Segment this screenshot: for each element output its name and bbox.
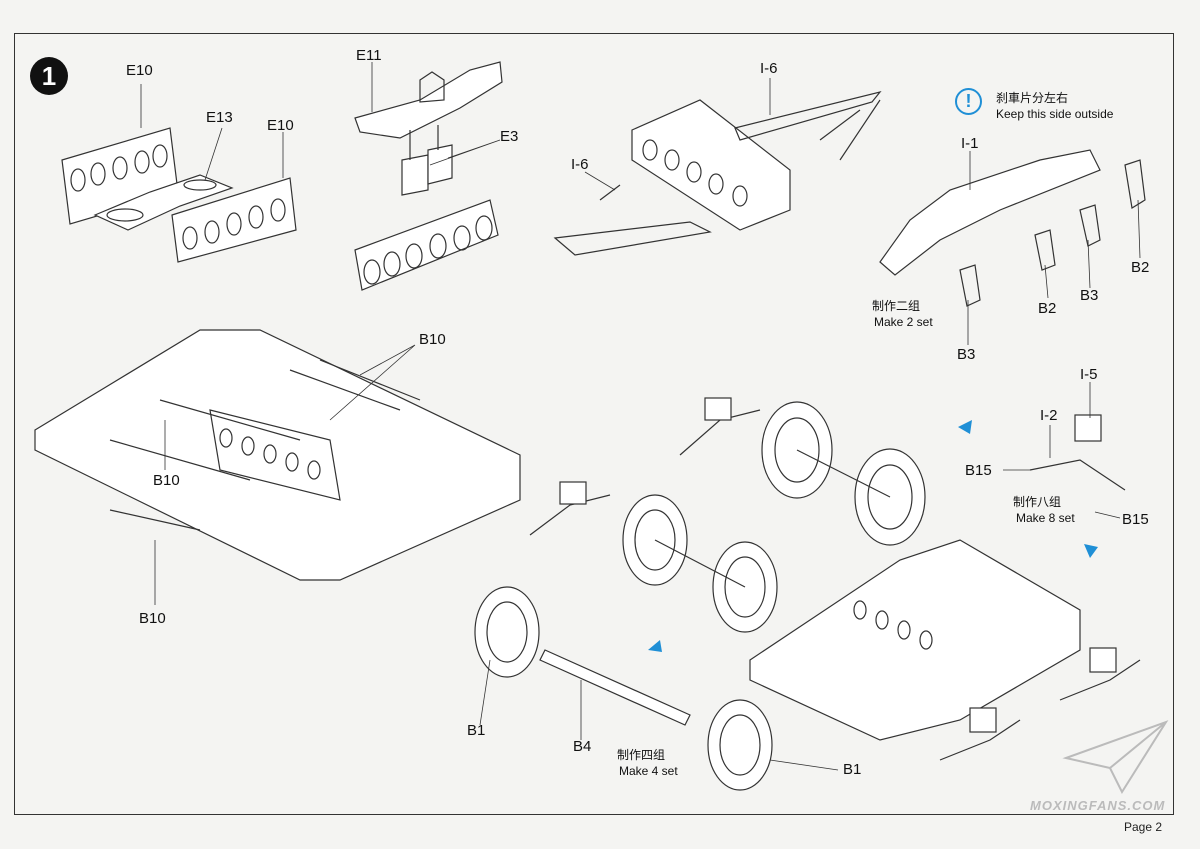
wheelset-exploded	[474, 586, 773, 791]
label-b4: B4	[573, 738, 592, 755]
page-frame	[14, 33, 1174, 815]
note-make4-cn: 制作四组	[617, 748, 666, 762]
step-number-badge: 1	[30, 57, 68, 95]
part-i6-assembly	[553, 90, 882, 256]
label-b10-top: B10	[419, 331, 446, 348]
notice-en: Keep this side outside	[996, 107, 1114, 121]
note-make2-en: Make 2 set	[874, 315, 933, 329]
label-b3-right: B3	[1080, 287, 1099, 304]
wheelset-top	[761, 401, 926, 546]
label-i6-top: I-6	[760, 60, 778, 77]
label-i2: I-2	[1040, 407, 1058, 424]
label-b2-mid: B2	[1038, 300, 1057, 317]
part-e11	[354, 61, 503, 139]
label-b3-bottom: B3	[957, 346, 976, 363]
label-i5: I-5	[1080, 366, 1098, 383]
label-e3: E3	[500, 128, 519, 145]
leader-lines	[140, 62, 1141, 771]
label-i1: I-1	[961, 135, 979, 152]
label-e11: E11	[356, 47, 382, 64]
note-make8-en: Make 8 set	[1016, 511, 1075, 525]
notice-cn: 刹車片分左右	[996, 91, 1069, 105]
part-e13	[93, 174, 234, 231]
label-e10-right: E10	[267, 117, 294, 134]
label-b2-right: B2	[1131, 259, 1150, 276]
label-b10-bottom: B10	[139, 610, 166, 627]
note-make8-cn: 制作八组	[1013, 495, 1062, 509]
page-number: Page 2	[1124, 820, 1163, 834]
exclamation-icon: !	[955, 88, 982, 115]
label-b15-left: B15	[965, 462, 992, 479]
spring-assemblies	[529, 397, 1141, 761]
part-i1-side-frame	[879, 149, 1146, 307]
label-e13: E13	[206, 109, 233, 126]
note-make4-en: Make 4 set	[619, 764, 678, 778]
main-frame-left	[34, 329, 521, 581]
label-e10-left: E10	[126, 62, 153, 79]
label-b15-right: B15	[1122, 511, 1149, 528]
main-frame-right	[749, 539, 1081, 741]
note-make2-cn: 制作二组	[872, 299, 921, 313]
part-e3	[401, 125, 453, 196]
part-e11-frame	[354, 199, 499, 291]
wheelset-mid	[622, 494, 778, 633]
label-b1-right: B1	[843, 761, 862, 778]
label-i6-left: I-6	[571, 156, 589, 173]
label-b1-left: B1	[467, 722, 486, 739]
direction-arrows	[648, 420, 1098, 652]
paper-plane-logo	[1062, 720, 1169, 795]
part-e10-right	[171, 177, 297, 263]
watermark: MOXINGFANS.COM	[1030, 798, 1166, 813]
label-b10-mid: B10	[153, 472, 180, 489]
